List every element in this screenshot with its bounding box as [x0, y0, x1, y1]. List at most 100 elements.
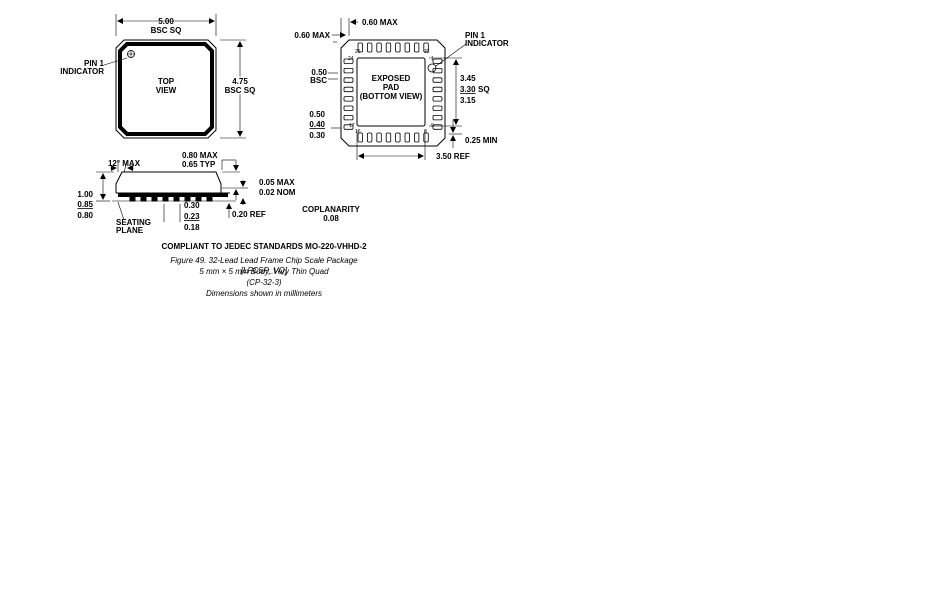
bottom-view-max-dim-left-label: 0.60 MAX — [294, 31, 330, 40]
seating-plane-label-1: SEATING — [116, 218, 151, 227]
seating-plane-label-2: PLANE — [116, 226, 144, 235]
lead-pad — [432, 105, 443, 111]
top-view-labels: 5.00 BSC SQ 4.75 BSC SQ TOP VIEW PIN 1 I… — [60, 17, 257, 97]
top-view-lead-frame — [118, 42, 214, 136]
top-view-height-note: BSC SQ — [225, 86, 256, 95]
side-view-body — [115, 171, 222, 193]
bottom-view-max-dim-label: 0.60 MAX — [362, 18, 398, 27]
lead-pad — [343, 124, 354, 130]
lead-pad — [376, 42, 382, 53]
figure-caption-code: (CP-32-3) — [246, 278, 282, 287]
lead-pad — [343, 58, 354, 64]
lead-width-nom-label: 0.23 — [184, 212, 200, 221]
exposed-pad — [356, 57, 426, 127]
pad-label-2: PAD — [383, 83, 400, 92]
lead-pad — [423, 132, 429, 143]
top-view-pin1-label-1: PIN 1 — [84, 59, 105, 68]
lead-pad — [385, 132, 392, 143]
height-nom-label: 0.85 — [77, 200, 93, 209]
lead-pad — [343, 105, 354, 111]
lead-pad — [423, 42, 429, 53]
pin-number-32: 32 — [424, 49, 430, 55]
side-lead — [195, 192, 202, 202]
side-view-leads — [129, 192, 213, 202]
lead-pad — [343, 77, 354, 83]
body-typ-label: 0.65 TYP — [182, 160, 216, 169]
lead-pad — [432, 86, 443, 93]
lead-pad — [432, 96, 443, 102]
lead-width-max-label: 0.30 — [184, 201, 200, 210]
top-view-label-1: TOP — [158, 77, 175, 86]
lead-pad — [413, 42, 420, 53]
pad-min: 3.15 — [460, 96, 476, 105]
lead-pad — [357, 132, 363, 143]
figure-caption-units: Dimensions shown in millimeters — [205, 289, 323, 298]
min-clearance: 0.25 MIN — [465, 136, 498, 145]
ref-width: 3.50 REF — [436, 152, 470, 161]
side-lead — [140, 192, 147, 202]
lead-pad — [385, 42, 392, 53]
top-view-pin1-label-2: INDICATOR — [60, 67, 104, 76]
side-lead — [129, 192, 136, 202]
pitch-value: 0.50 — [311, 68, 327, 77]
pin-number-9: 9 — [431, 123, 434, 129]
lead-length-min: 0.30 — [309, 131, 325, 140]
top-view — [103, 14, 246, 139]
lead-length-nom: 0.40 — [309, 120, 325, 129]
bottom-view-leads — [343, 42, 443, 143]
top-view-height-value: 4.75 — [232, 77, 248, 86]
bottom-view-pin1-label-1: PIN 1 — [465, 31, 486, 40]
lead-pad — [343, 86, 354, 93]
pin-number-24: 24 — [348, 56, 354, 62]
lead-pad — [432, 68, 443, 74]
coplanarity-value: 0.08 — [323, 214, 339, 223]
figure-caption-title: Figure 49. 32-Lead Lead Frame Chip Scale… — [170, 256, 358, 275]
bottom-view-pin1-label-2: INDICATOR — [465, 39, 509, 48]
coplanarity-label: COPLANARITY — [302, 205, 360, 214]
top-view-width-value: 5.00 — [158, 17, 174, 26]
side-view — [96, 159, 248, 222]
lead-pad — [343, 68, 354, 74]
bottom-view-body-outline — [340, 39, 446, 147]
pad-nom: 3.30 — [460, 85, 476, 94]
lead-pad — [366, 132, 373, 143]
pin-number-1: 1 — [431, 56, 434, 62]
lead-pad — [432, 77, 443, 83]
pin-number-8: 8 — [424, 129, 427, 135]
top-view-body-outline — [115, 39, 217, 139]
lead-pad — [404, 42, 410, 53]
side-lead — [151, 192, 158, 202]
pin-number-25: 25 — [355, 49, 361, 55]
top-view-width-note: BSC SQ — [151, 26, 182, 35]
lead-pad — [376, 132, 382, 143]
lead-pad — [395, 42, 401, 53]
standoff-max-label: 0.05 MAX — [259, 178, 295, 187]
bottom-view-labels: 0.60 MAX 0.60 MAX PIN 1 INDICATOR 0.50 B… — [294, 18, 509, 161]
height-min-label: 0.80 — [77, 211, 93, 220]
pad-note: SQ — [478, 85, 490, 94]
lead-ref-label: 0.20 REF — [232, 210, 266, 219]
height-max-label: 1.00 — [77, 190, 93, 199]
pad-max: 3.45 — [460, 74, 476, 83]
body-max-label: 0.80 MAX — [182, 151, 218, 160]
side-lead — [206, 192, 213, 202]
angle-label: 12° MAX — [108, 159, 141, 168]
lead-width-min-label: 0.18 — [184, 223, 200, 232]
pitch-note: BSC — [310, 76, 327, 85]
pad-label-1: EXPOSED — [372, 74, 411, 83]
lead-pad — [343, 96, 354, 102]
compliance-note: COMPLIANT TO JEDEC STANDARDS MO-220-VHHD… — [161, 242, 367, 251]
lead-pad — [366, 42, 373, 53]
bottom-view — [328, 18, 467, 160]
pad-label-3: (BOTTOM VIEW) — [360, 92, 423, 101]
pin-number-17: 17 — [349, 123, 355, 129]
side-lead — [173, 192, 180, 202]
pin-number-16: 16 — [355, 129, 361, 135]
top-view-label-2: VIEW — [156, 86, 177, 95]
figure-caption-body: 5 mm × 5 mm Body, Very Thin Quad — [199, 267, 329, 276]
standoff-nom-label: 0.02 NOM — [259, 188, 296, 197]
side-lead — [162, 192, 169, 202]
lead-pad — [413, 132, 420, 143]
lead-pad — [357, 42, 363, 53]
